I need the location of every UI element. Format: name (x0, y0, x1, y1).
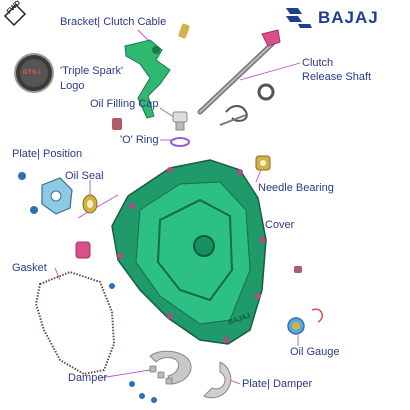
label-needle-bearing: Needle Bearing (258, 182, 334, 194)
label-triple-spark-line1: 'Triple Spark' (60, 65, 124, 77)
needle-bearing-part (255, 155, 271, 171)
label-oil-filling-cap: Oil Filling Cap (90, 98, 159, 110)
label-bracket-clutch-cable: Bracket| Clutch Cable (60, 16, 167, 28)
label-triple-spark-line2: Logo (60, 80, 85, 92)
oil-filling-cap-part (170, 111, 190, 147)
bajaj-logo-icon (286, 8, 312, 28)
bushing-part (112, 118, 122, 130)
label-cover: Cover (265, 219, 295, 231)
clutch-release-shaft-part (197, 29, 281, 126)
dowel-bushing-part (75, 241, 91, 259)
brand-name: BAJAJ (318, 8, 379, 27)
label-gasket: Gasket (12, 262, 47, 274)
cover-part (111, 159, 267, 345)
triple-spark-logo-text: DTS-i (23, 70, 42, 76)
label-oil-gauge: Oil Gauge (290, 346, 340, 358)
bolt-part (109, 283, 115, 289)
label-o-ring: 'O' Ring (120, 134, 159, 146)
bracket-clutch-cable-part (124, 23, 190, 119)
label-plate-damper: Plate| Damper (242, 378, 313, 390)
oil-gauge-part (287, 266, 323, 335)
label-damper: Damper (68, 372, 108, 384)
oil-seal-part (82, 194, 98, 214)
triple-spark-logo-part (14, 53, 54, 93)
label-clutch-line1: Clutch (302, 57, 334, 69)
label-clutch-line2: Release Shaft (302, 71, 372, 83)
forward-direction-icon (3, 3, 27, 27)
plate-damper-part (203, 361, 232, 399)
label-plate-position: Plate| Position (12, 148, 83, 160)
damper-part (129, 350, 192, 403)
label-oil-seal: Oil Seal (65, 170, 104, 182)
plate-position-part (18, 172, 73, 215)
gasket-part (34, 270, 116, 376)
